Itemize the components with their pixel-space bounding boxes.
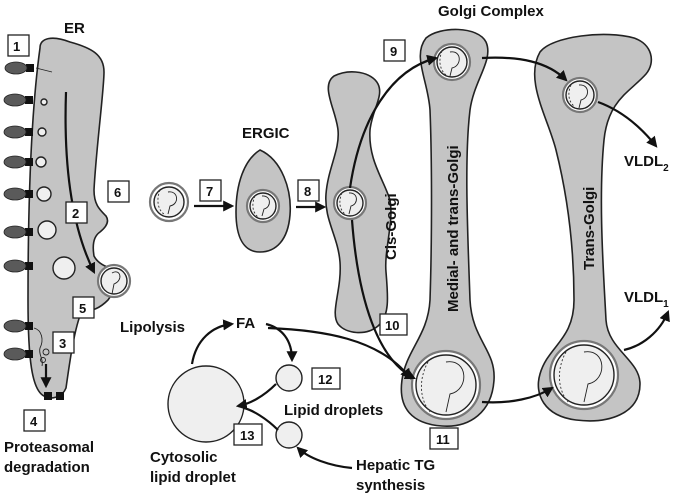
- vldl2-sub: 2: [663, 163, 669, 174]
- svg-text:12: 12: [318, 372, 332, 387]
- hepatic-tg-arrow: [296, 446, 353, 470]
- vldl2-main: VLDL: [624, 153, 663, 170]
- proteasomal-label-line1: Proteasomal: [4, 439, 94, 456]
- svg-text:3: 3: [59, 336, 66, 351]
- lipid-droplets-label: Lipid droplets: [284, 402, 383, 419]
- cytosolic-label-line1: Cytosolic: [150, 449, 218, 466]
- ergic-organelle: [235, 149, 292, 253]
- transport-vesicle: [148, 181, 190, 223]
- medial-trans-golgi-label: Medial- and trans-Golgi: [445, 145, 462, 312]
- svg-text:10: 10: [385, 318, 399, 333]
- budding-vesicle: [96, 263, 132, 299]
- arrow-to-vldl1: [623, 309, 670, 352]
- ergic-label: ERGIC: [242, 125, 290, 142]
- er-transport-arrow: [64, 91, 95, 274]
- lipid-droplet-lower: [275, 421, 303, 449]
- arrow-medial-to-trans-top: [481, 56, 568, 82]
- cytosolic-lipid-droplet: [167, 365, 245, 443]
- trans-golgi-cisterna: [533, 33, 653, 422]
- proteasomal-label-line2: degradation: [4, 459, 90, 476]
- vldl1-main: VLDL: [624, 289, 663, 306]
- vldl1-sub: 1: [663, 299, 669, 310]
- step-badge-3: 3: [52, 331, 75, 354]
- golgi-complex-label: Golgi Complex: [438, 3, 545, 20]
- step-badge-6: 6: [107, 180, 130, 203]
- step-badge-4: 4: [23, 409, 46, 432]
- cytosolic-label-line2: lipid droplet: [150, 469, 236, 486]
- hepatic-label-line2: synthesis: [356, 477, 425, 494]
- svg-text:8: 8: [304, 184, 311, 199]
- trans-golgi-label: Trans-Golgi: [581, 187, 598, 270]
- svg-text:2: 2: [72, 206, 79, 221]
- fa-to-golgi-arrow: [267, 326, 412, 380]
- step-badge-8: 8: [297, 179, 320, 202]
- lipolysis-arrow: [190, 319, 235, 365]
- step-badge-9: 9: [383, 39, 406, 62]
- arrow-medial-to-trans-bottom: [481, 386, 554, 404]
- svg-text:4: 4: [30, 414, 38, 429]
- step-badge-12: 12: [311, 367, 341, 390]
- step-badge-10: 10: [379, 313, 408, 336]
- svg-text:5: 5: [79, 301, 86, 316]
- vldl1-label: VLDL1: [624, 289, 669, 310]
- step-badge-2: 2: [65, 201, 88, 224]
- er-label: ER: [64, 20, 85, 37]
- lipid-droplet-upper: [275, 364, 303, 392]
- svg-text:11: 11: [436, 432, 450, 447]
- fa-label: FA: [236, 315, 255, 332]
- step-badge-1: 1: [7, 34, 30, 57]
- hepatic-label-line1: Hepatic TG: [356, 457, 435, 474]
- droplet-to-cytosolic-arrow: [235, 383, 277, 410]
- svg-text:13: 13: [240, 428, 254, 443]
- step-badge-13: 13: [233, 423, 263, 446]
- lipolysis-label: Lipolysis: [120, 319, 185, 336]
- step-badge-5: 5: [72, 296, 95, 319]
- arrow-cis-to-medial-top: [348, 54, 439, 189]
- medial-trans-golgi-cisterna: [400, 28, 495, 427]
- arrow-to-vldl2: [597, 100, 658, 148]
- droplet-merge-line: [243, 406, 279, 431]
- cis-golgi-cisterna: [325, 71, 392, 334]
- lipid-droplet-cycle: [167, 319, 412, 470]
- svg-text:9: 9: [390, 44, 397, 59]
- svg-text:6: 6: [114, 185, 121, 200]
- svg-text:1: 1: [13, 39, 20, 54]
- cis-golgi-label: Cis-Golgi: [383, 193, 400, 260]
- step-badge-11: 11: [429, 427, 459, 450]
- step-badge-7: 7: [199, 179, 222, 202]
- ribosome-row: [3, 61, 34, 361]
- fa-to-droplet-arrow: [265, 322, 298, 363]
- vldl2-label: VLDL2: [624, 153, 669, 174]
- svg-text:7: 7: [206, 184, 213, 199]
